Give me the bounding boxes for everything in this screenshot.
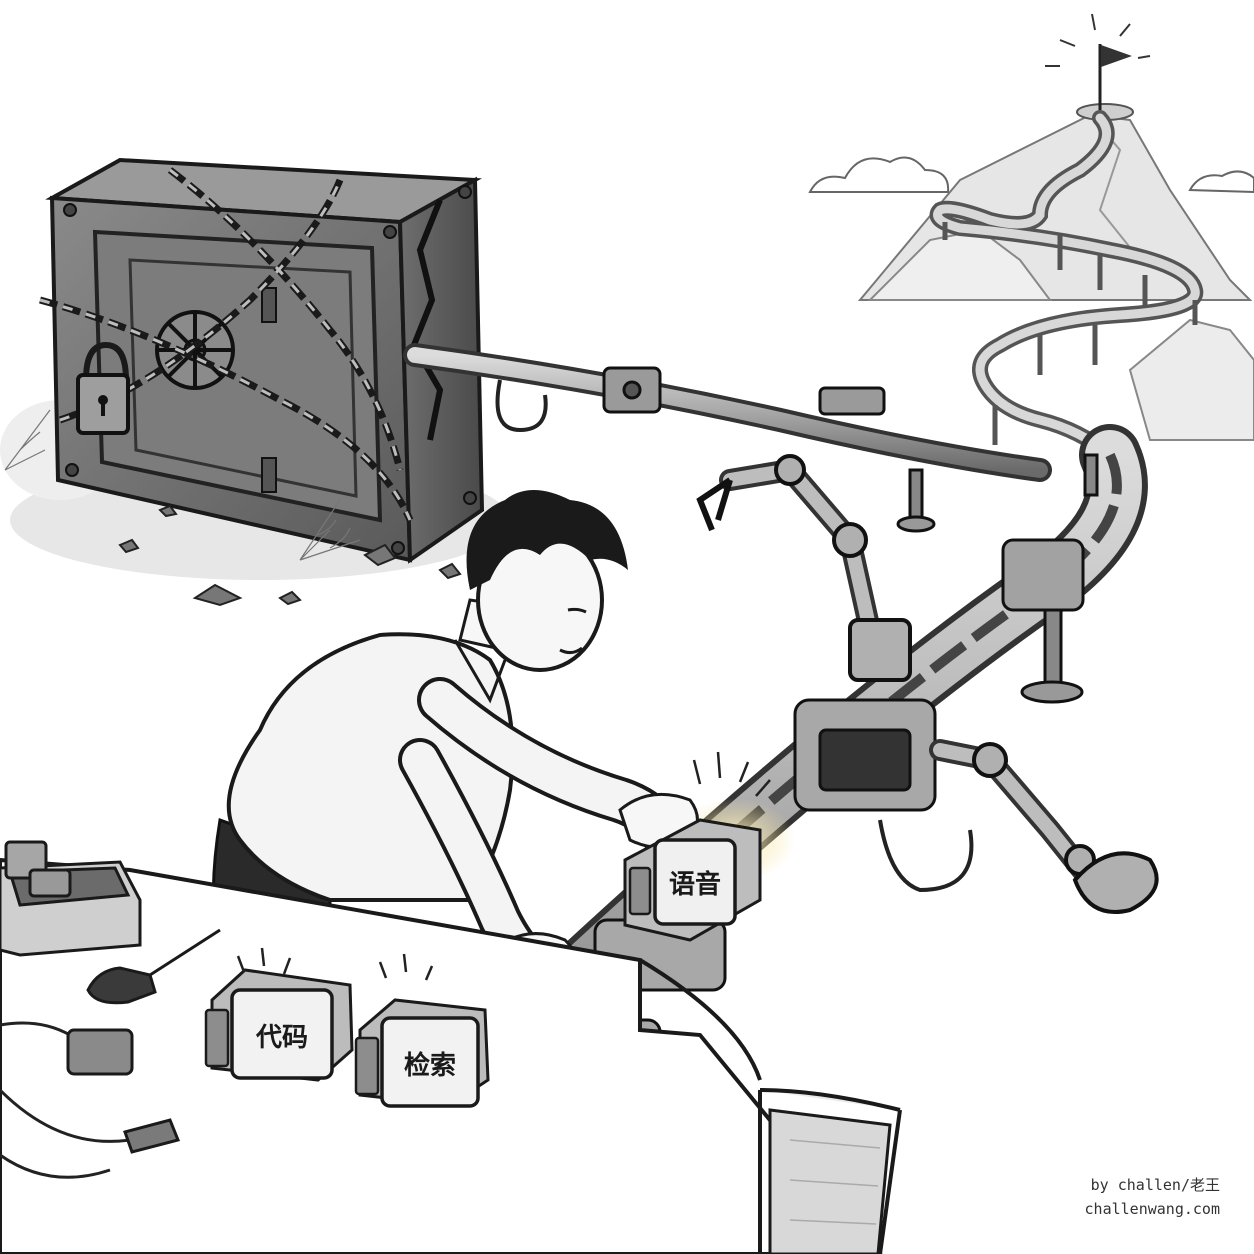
module-voice: 语音 [623, 818, 762, 942]
module-code-label: 代码 [255, 1023, 308, 1053]
cloud [1188, 170, 1254, 194]
robot-arm [929, 739, 1159, 914]
mountain-rail [929, 110, 1204, 463]
module-code: 代码 [204, 947, 354, 1082]
screwdriver-icon [86, 928, 221, 1005]
hair [466, 490, 628, 590]
module-voice-label: 语音 [669, 869, 721, 900]
module-search-label: 检索 [404, 1050, 456, 1081]
locked-safe [4, 157, 485, 607]
credit-website: challenwang.com [1085, 1200, 1220, 1218]
rubble [118, 504, 462, 607]
credit-author: by challen/老王 [1091, 1176, 1220, 1194]
padlock-icon [76, 341, 130, 435]
cloud [808, 156, 950, 193]
cable [495, 379, 974, 893]
cobweb [4, 409, 361, 561]
module-search: 检索 [354, 953, 490, 1108]
cable [0, 1021, 131, 1179]
mountain-range [857, 13, 1254, 441]
robot-arm [696, 454, 912, 682]
wheel-handle-icon [155, 310, 235, 390]
parts-tray [0, 840, 142, 957]
usb-device-icon [66, 1028, 181, 1154]
flag-icon [1101, 45, 1132, 67]
